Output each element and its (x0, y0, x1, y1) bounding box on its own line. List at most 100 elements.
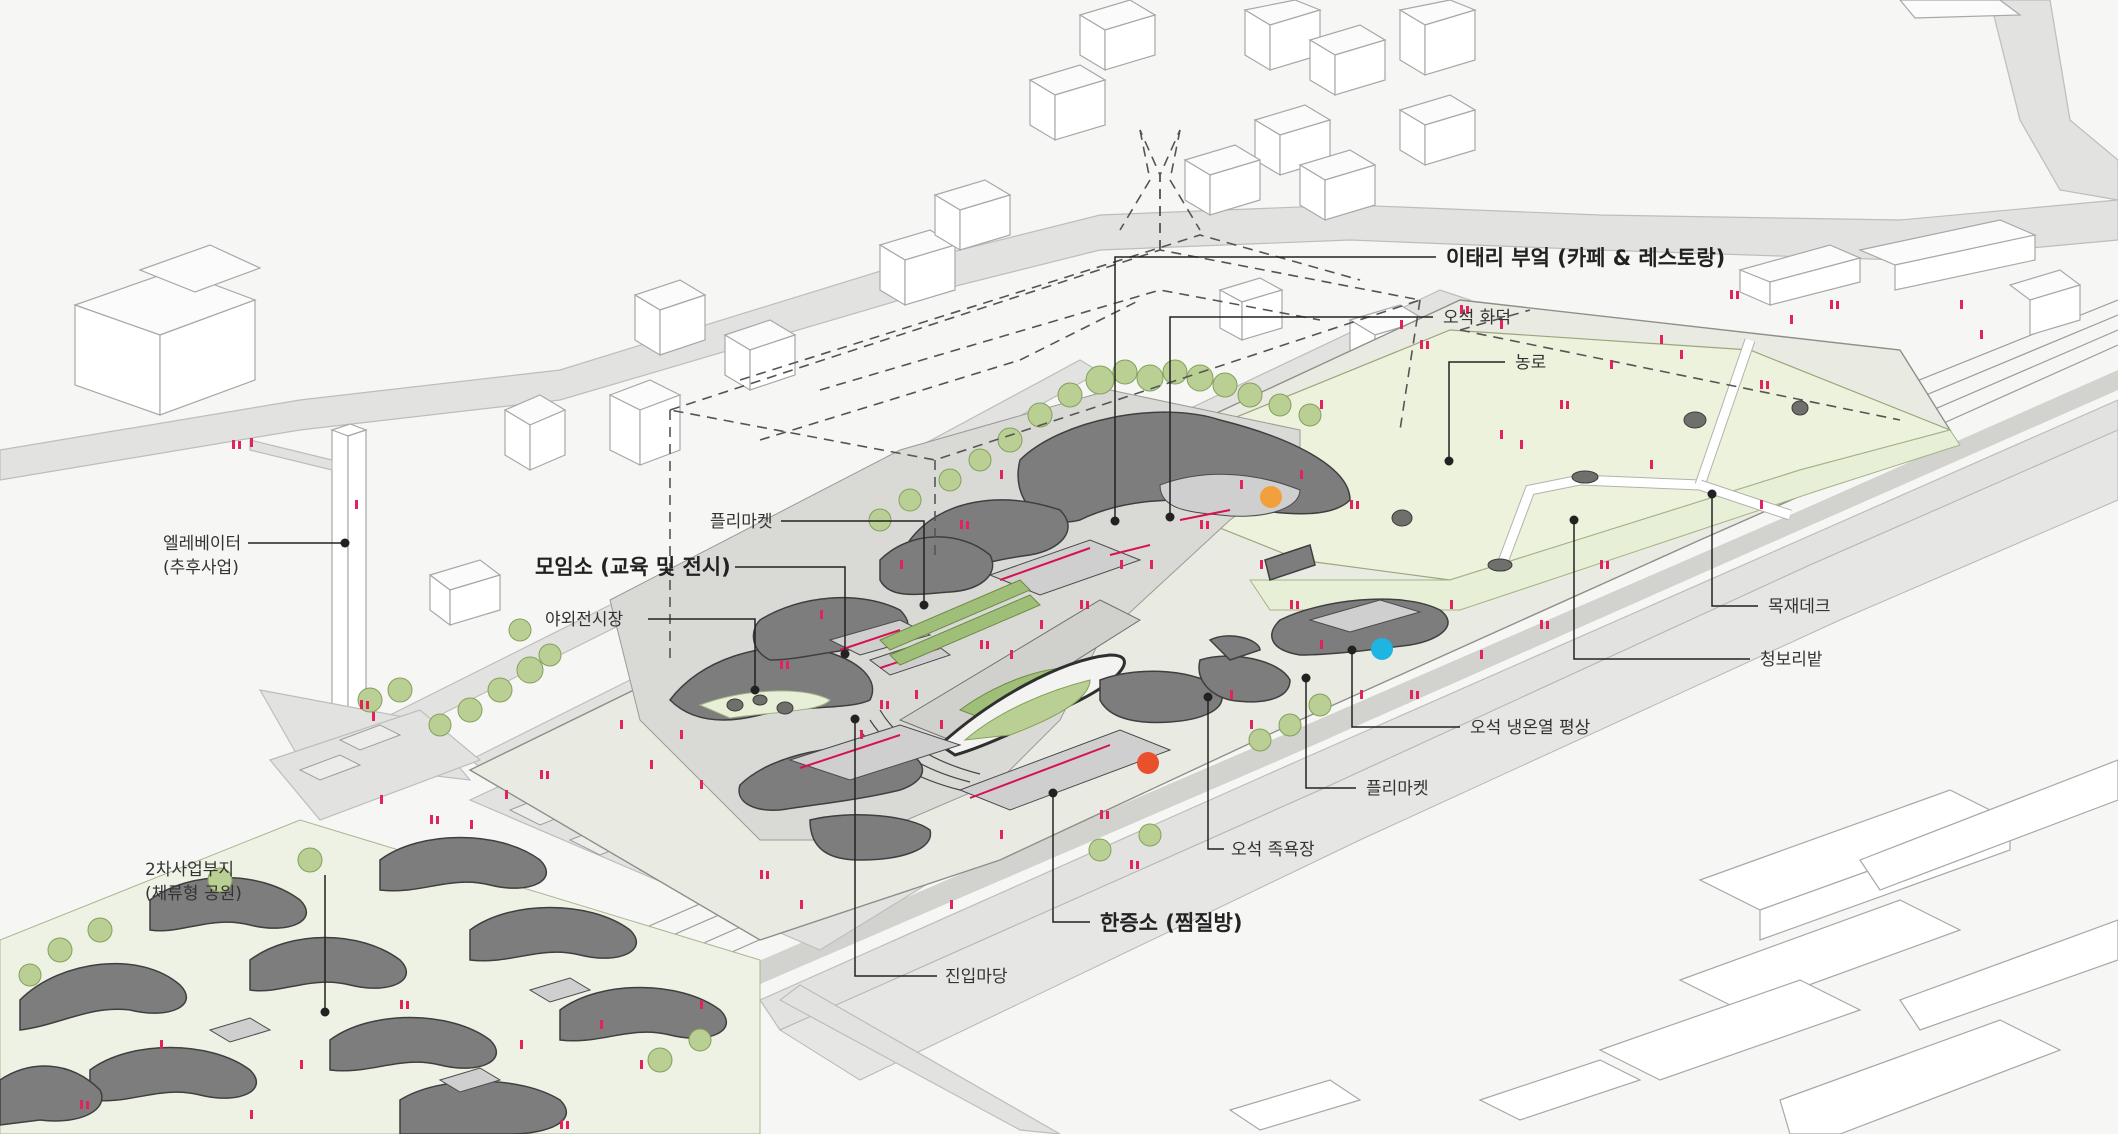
person-marker (1426, 341, 1429, 349)
person-marker (250, 438, 253, 447)
person-marker (1100, 810, 1103, 819)
label-stone-footbath: 오석 족욕장 (1203, 692, 1315, 860)
person-marker (1230, 690, 1233, 699)
outdoor-exhibition-label: 야외전시장 (545, 610, 624, 630)
person-marker (1080, 600, 1083, 609)
person-marker (600, 1020, 603, 1029)
person-marker (1606, 561, 1609, 569)
person-marker (380, 795, 383, 804)
phase2-note-label: (체류형 공원) (145, 884, 242, 904)
stone-hearth-label: 오석 화덕 (1443, 308, 1511, 328)
person-marker (700, 780, 703, 789)
person-marker (800, 900, 803, 909)
person-marker (1136, 861, 1139, 869)
phase2-site-label: 2차사업부지 (145, 860, 234, 880)
context-buildings (73, 0, 2082, 627)
dashed-outline (669, 129, 1901, 660)
person-marker (1520, 440, 1523, 449)
person-marker (980, 640, 983, 649)
person-marker (1040, 620, 1043, 629)
accent-dot-red (1137, 752, 1159, 774)
person-marker (1250, 720, 1253, 729)
barley-field-label: 청보리밭 (1760, 650, 1823, 670)
person-marker (1466, 306, 1469, 314)
person-marker (540, 770, 543, 779)
mound-sauna (738, 635, 1291, 861)
label-entrance-yard: 진입마당 (850, 714, 1008, 987)
person-marker (566, 1121, 569, 1129)
person-marker (886, 701, 889, 709)
person-marker (1566, 401, 1569, 409)
person-marker (640, 1060, 643, 1069)
person-marker (940, 720, 943, 729)
person-marker (1400, 320, 1403, 329)
person-marker (1360, 690, 1363, 699)
accent-dot-blue (1371, 638, 1393, 660)
person-marker (1150, 560, 1153, 569)
wood-deck-label: 목재데크 (1768, 597, 1831, 617)
phase2-mounds (0, 819, 761, 1134)
person-marker (1350, 500, 1353, 509)
person-marker (1540, 620, 1543, 629)
person-marker (680, 730, 683, 739)
person-marker (546, 771, 549, 779)
label-outdoor-exhibition: 야외전시장 (545, 610, 760, 695)
label-farm-road: 농로 (1444, 353, 1546, 466)
person-marker (160, 1040, 163, 1049)
person-marker (766, 871, 769, 879)
italian-kitchen-label: 이태리 부엌 (카페 & 레스토랑) (1446, 246, 1725, 270)
person-marker (470, 820, 473, 829)
person-marker (786, 661, 789, 669)
person-marker (406, 1001, 409, 1009)
person-marker (1000, 470, 1003, 479)
person-marker (1766, 381, 1769, 389)
flea-market-top-label: 플리마켓 (710, 512, 773, 532)
person-marker (1290, 600, 1293, 609)
person-marker (860, 730, 863, 739)
label-elevator: 엘레베이터 (추후사업) (163, 534, 350, 578)
person-marker (1000, 830, 1003, 839)
stone-platform-label: 오석 냉온열 평상 (1470, 718, 1591, 738)
label-wood-deck: 목재데크 (1707, 489, 1831, 617)
person-marker (760, 870, 763, 879)
person-marker (1736, 291, 1739, 299)
person-marker (1410, 690, 1413, 699)
label-sauna: 한증소 (찜질방) (1048, 788, 1242, 935)
person-marker (232, 440, 235, 449)
person-marker (1790, 315, 1793, 324)
person-marker (1460, 305, 1463, 314)
person-marker (1420, 340, 1423, 349)
person-marker (1760, 380, 1763, 389)
person-marker (650, 760, 653, 769)
person-marker (1836, 301, 1839, 309)
person-marker (1760, 500, 1763, 509)
person-marker (1320, 400, 1323, 409)
person-marker (355, 500, 358, 509)
person-marker (1300, 470, 1303, 479)
person-marker (436, 816, 439, 824)
person-marker (780, 660, 783, 669)
person-marker (1450, 600, 1453, 609)
person-marker (1560, 400, 1563, 409)
person-marker (1600, 560, 1603, 569)
person-marker (1960, 300, 1963, 309)
annotations: 이태리 부엌 (카페 & 레스토랑) 오석 화덕 농로 플리마켓 모임소 (교육… (145, 246, 1831, 1017)
trees (18, 359, 1332, 1073)
person-marker (1260, 560, 1263, 569)
person-marker (520, 1040, 523, 1049)
context-buildings-bottom-right (1228, 759, 2118, 1134)
person-marker (1500, 320, 1503, 329)
person-marker (1480, 650, 1483, 659)
person-marker (1130, 860, 1133, 869)
person-marker (300, 1060, 303, 1069)
person-marker (505, 790, 508, 799)
person-marker (960, 520, 963, 529)
label-flea-market-bottom: 플리마켓 (1301, 673, 1429, 799)
accent-dot-orange (1260, 486, 1282, 508)
main-site (18, 129, 1961, 1073)
wood-deck-paths (1494, 338, 1792, 572)
person-marker (1200, 520, 1203, 529)
person-marker (1206, 521, 1209, 529)
farm-road-label: 농로 (1515, 353, 1546, 373)
person-marker (1240, 480, 1243, 489)
